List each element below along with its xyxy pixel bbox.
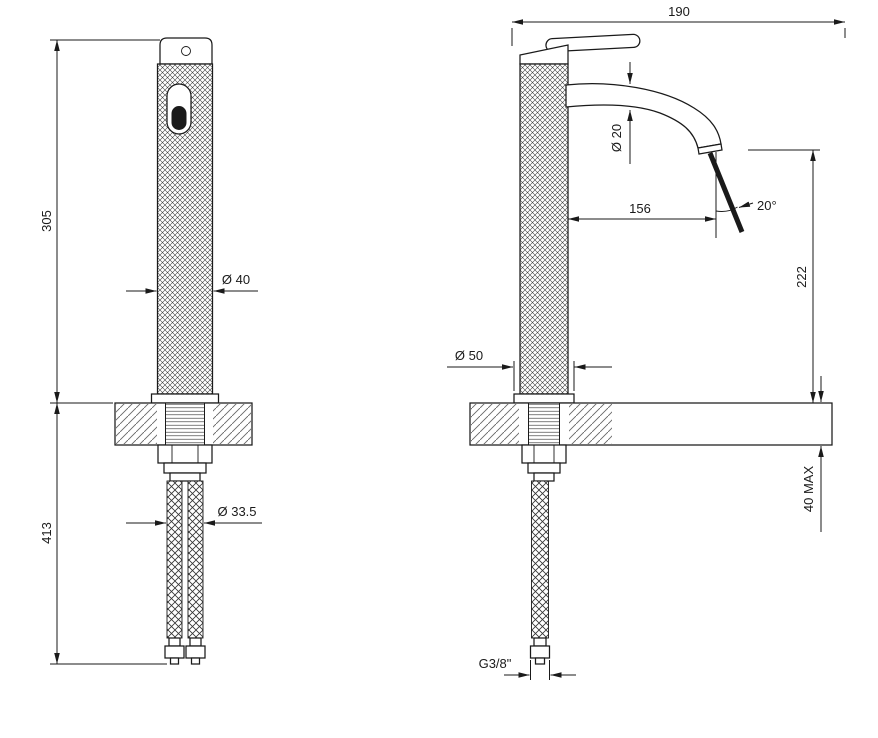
side-mounting-shank	[528, 402, 560, 446]
front-supply-hose-left	[166, 480, 183, 639]
dim-base-diameter: Ø 50	[447, 348, 612, 391]
front-mounting-nut	[157, 444, 213, 482]
side-water-stream	[707, 152, 745, 233]
front-cap-screw	[181, 46, 191, 56]
front-view: 305 413 Ø 40 Ø 33.5	[39, 37, 262, 665]
dim-hose-diameter: Ø 33.5	[126, 504, 262, 526]
side-base-flange	[513, 393, 575, 404]
dim-spout-tube-diameter-label: Ø 20	[609, 124, 624, 152]
dim-hose-connection-thread-label: G3/8"	[479, 656, 512, 671]
dim-base-diameter-label: Ø 50	[455, 348, 483, 363]
dim-stream-angle-label: 20°	[757, 198, 777, 213]
side-view: 190 Ø 20 156 20° 222	[447, 4, 846, 680]
dim-overall-depth: 190	[511, 4, 846, 46]
dim-stream-angle: 20°	[715, 198, 777, 213]
dim-spout-height: 222	[748, 149, 820, 403]
side-handle-cap	[519, 44, 569, 65]
side-handle-lever	[545, 33, 641, 53]
dim-spout-height-label: 222	[794, 266, 809, 288]
front-mounting-shank	[165, 402, 205, 446]
side-supply-hose	[531, 480, 549, 639]
dim-height-below-deck-label: 413	[39, 522, 54, 544]
stream-angle-arc	[715, 206, 738, 212]
dim-max-deck-thickness-label: 40 MAX	[801, 466, 816, 513]
dim-hose-diameter-label: Ø 33.5	[217, 504, 256, 519]
dim-height-above-deck-label: 305	[39, 210, 54, 232]
side-deck-hatch-left	[471, 404, 519, 444]
dim-body-diameter: Ø 40	[126, 272, 258, 294]
side-deck-hatch-right	[569, 404, 612, 444]
front-deck-hatch-right	[213, 404, 251, 444]
dim-body-diameter-label: Ø 40	[222, 272, 250, 287]
dim-spout-reach: 156	[568, 152, 717, 238]
side-body-knurled	[519, 63, 569, 395]
dim-height-below-deck: 413	[39, 403, 167, 665]
front-deck-hatch-left	[116, 404, 157, 444]
side-spout-aerator	[697, 143, 723, 155]
dim-spout-reach-label: 156	[629, 201, 651, 216]
front-spout-outlet	[171, 106, 187, 130]
side-deck-section	[469, 402, 833, 446]
side-spout	[565, 83, 722, 149]
front-supply-hose-right	[187, 480, 204, 639]
front-cap	[159, 37, 213, 65]
side-mounting-nut	[521, 444, 567, 482]
front-base-flange	[150, 393, 220, 404]
dim-spout-tube-diameter: Ø 20	[609, 62, 633, 164]
dim-max-deck-thickness: 40 MAX	[801, 376, 824, 532]
front-hose-fitting-right	[185, 637, 206, 665]
dim-height-above-deck: 305	[39, 39, 160, 404]
front-hose-fitting-left	[164, 637, 185, 665]
side-hose-fitting	[529, 637, 551, 665]
dim-hose-connection-thread: G3/8"	[479, 656, 576, 680]
dim-overall-depth-label: 190	[668, 4, 690, 19]
